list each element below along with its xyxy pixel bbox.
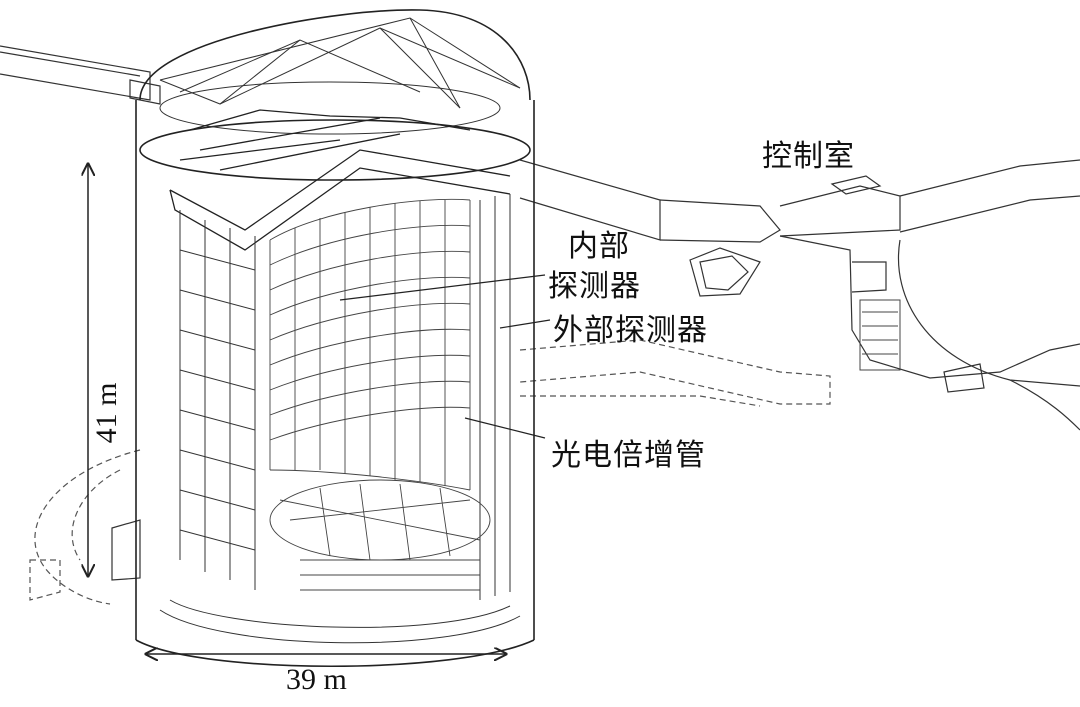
floor-grid	[269, 479, 491, 591]
inner-detector-label-line1: 内部	[568, 229, 630, 264]
cavern-shell	[135, 9, 535, 667]
control-room-label: 控制室	[762, 139, 855, 174]
pointer-lines	[339, 274, 551, 439]
outer-detector-frame	[159, 194, 521, 644]
dashed-tunnels	[29, 339, 831, 605]
control-room-detail	[859, 299, 901, 371]
inner-detector-label-line2: 探测器	[548, 269, 641, 304]
left-tunnel	[0, 45, 161, 105]
diameter-label: 39 m	[286, 663, 347, 696]
dome-truss	[159, 17, 521, 135]
height-label: 41 m	[90, 382, 123, 444]
inner-detector	[269, 198, 471, 491]
top-deck	[169, 109, 511, 251]
photomultiplier-label: 光电倍增管	[551, 438, 706, 473]
left-shaft	[111, 519, 141, 581]
outer-detector-label: 外部探测器	[553, 313, 708, 348]
